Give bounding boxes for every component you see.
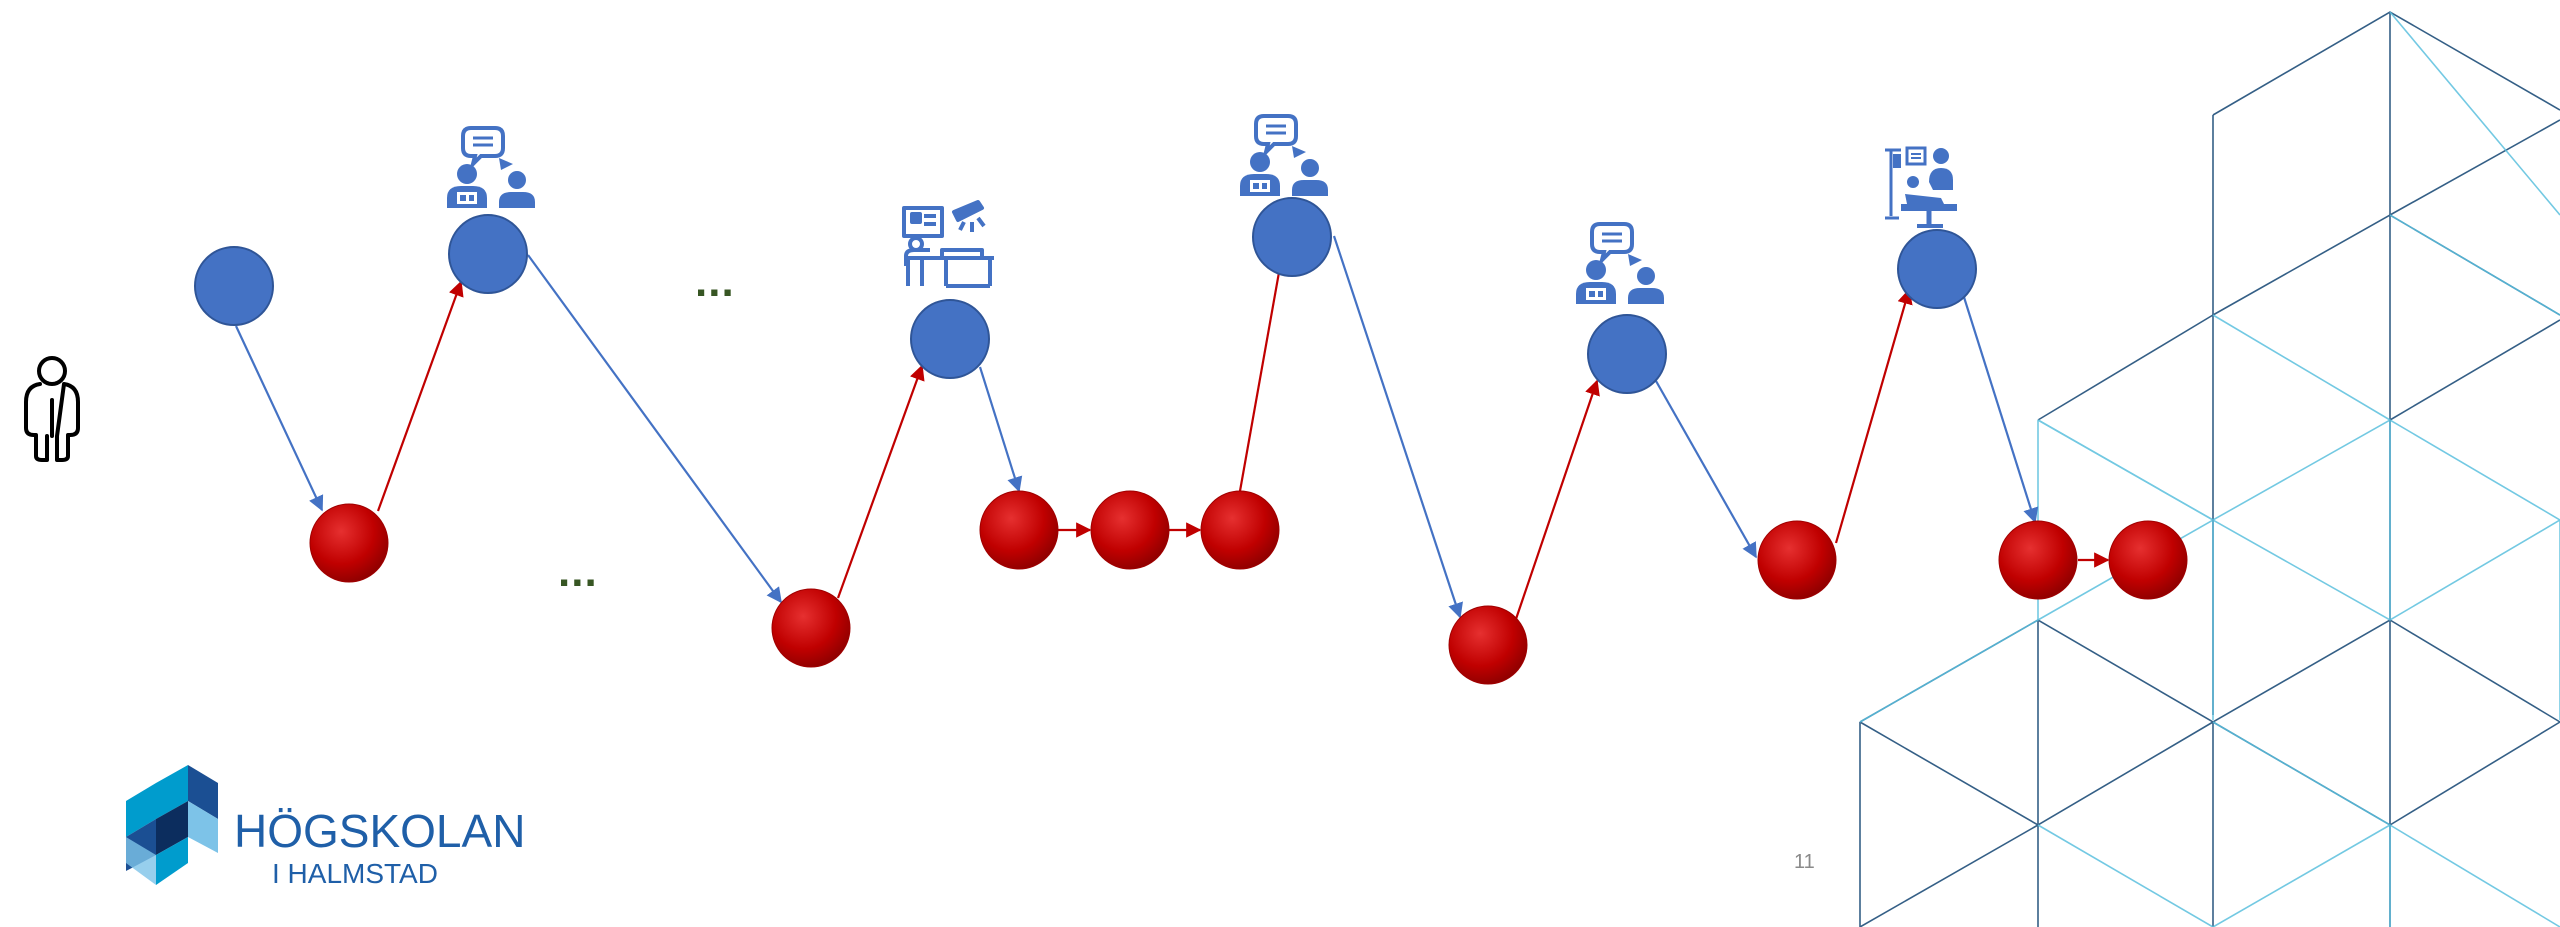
slide-number: 11 xyxy=(1794,851,1815,873)
blue-nodes xyxy=(194,197,1977,394)
background-geometric-pattern xyxy=(1859,11,2560,927)
pathway-edges xyxy=(235,231,2110,620)
person-outline-icon xyxy=(24,356,80,462)
red-node xyxy=(1998,520,2078,600)
ellipsis-lower: ... xyxy=(558,547,598,596)
red-node xyxy=(1448,605,1528,685)
edge-red xyxy=(1238,231,1292,492)
red-nodes xyxy=(309,490,2188,685)
edge-red xyxy=(376,280,464,512)
blue-node xyxy=(910,299,990,379)
doctor-consultation-icon xyxy=(1238,114,1330,198)
red-node xyxy=(979,490,1059,570)
operating-room-icon xyxy=(902,200,994,288)
doctor-consultation-icon xyxy=(1574,222,1666,306)
edge-blue xyxy=(527,254,782,604)
blue-node xyxy=(1587,314,1667,394)
red-node xyxy=(1200,490,1280,570)
edge-blue xyxy=(1655,380,1757,559)
red-node xyxy=(1757,520,1837,600)
red-node xyxy=(1090,490,1170,570)
university-logo-mark xyxy=(126,765,218,885)
red-node xyxy=(771,588,851,668)
edge-blue xyxy=(1332,235,1463,619)
ellipsis-upper: ... xyxy=(695,257,735,306)
blue-node xyxy=(448,214,528,294)
edge-red xyxy=(1514,379,1600,620)
blue-node xyxy=(1252,197,1332,277)
edge-red xyxy=(836,364,925,599)
doctor-consultation-icon xyxy=(445,126,537,210)
logo-name-line2: I HALMSTAD xyxy=(272,858,438,889)
red-node xyxy=(2108,520,2188,600)
blue-node xyxy=(194,246,274,326)
edge-blue xyxy=(235,325,324,512)
logo-name-line1: HÖGSKOLAN xyxy=(234,805,526,857)
edge-red xyxy=(1834,288,1913,544)
edge-blue xyxy=(978,366,1023,493)
blue-node xyxy=(1897,229,1977,309)
edge-blue xyxy=(1961,293,2039,524)
red-node xyxy=(309,503,389,583)
hospital-bed-icon xyxy=(1885,146,1957,228)
